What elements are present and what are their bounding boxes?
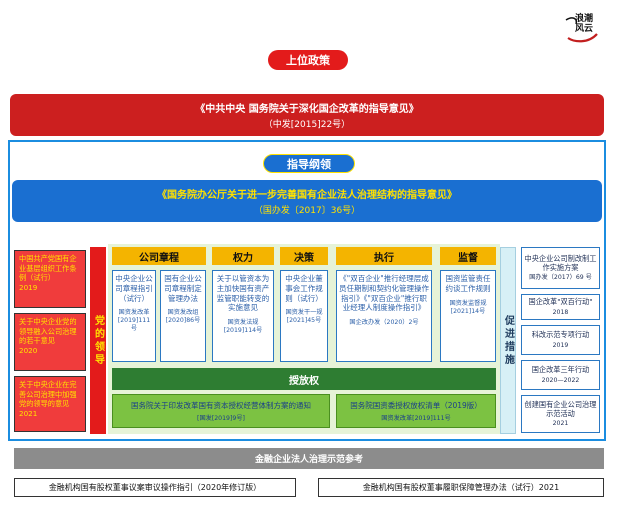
logo-text-line2: 风云 bbox=[574, 23, 593, 34]
doc-execution: 《"双百企业"推行经理层成员任期制和契约化管理操作指引》《"双百企业"推行职业经… bbox=[336, 270, 432, 362]
left-doc-3-year: 2021 bbox=[19, 409, 38, 419]
doc-execution-sub: 国企改办发（2020）2号 bbox=[349, 319, 419, 326]
grant-doc-2-sub: 国资发改革[2019]111号 bbox=[381, 415, 451, 422]
right-doc-3: 科改示范专项行动 2019 bbox=[521, 325, 600, 355]
top-policy-title: 《中共中央 国务院关于深化国企改革的指导意见》 bbox=[195, 104, 419, 115]
right-doc-4-sub: 2020—2022 bbox=[541, 376, 580, 384]
column-head-charter: 公司章程 bbox=[112, 247, 206, 265]
right-doc-2-title: 国企改革"双百行动" bbox=[528, 297, 593, 307]
guide-pill-label: 指导纲领 bbox=[287, 157, 331, 171]
left-doc-1-text: 中国共产党国有企业基层组织工作条例（试行） bbox=[19, 254, 77, 283]
promote-measures-column: 促进措施 bbox=[500, 247, 516, 434]
grant-bar: 授放权 bbox=[112, 368, 496, 390]
grant-doc-2-title: 国务院国资委授权放权清单（2019版） bbox=[350, 401, 482, 410]
doc-power: 关于以管资本为主加快国有资产监管职能转变的实施意见 国资发法规[2019]114… bbox=[212, 270, 274, 362]
doc-charter-rules-title: 国有企业公司章程制定管理办法 bbox=[164, 274, 202, 303]
party-leadership-column: 党的领导 bbox=[90, 247, 106, 434]
right-doc-4: 国企改革三年行动 2020—2022 bbox=[521, 360, 600, 390]
right-doc-5-sub: 2021 bbox=[552, 420, 569, 428]
doc-supervision: 国资监管责任约谈工作规则 国资发监督规[2021]14号 bbox=[440, 270, 496, 362]
promote-measures-label: 促进措施 bbox=[502, 314, 514, 367]
right-doc-5-title: 创建国有企业公司治理示范活动 bbox=[524, 399, 597, 418]
doc-charter-rules-sub: 国资发改组[2020]86号 bbox=[165, 309, 201, 325]
left-doc-2-text: 关于中央企业党的领导融入公司治理的若干意见 bbox=[19, 317, 77, 346]
doc-charter-guideline: 中央企业公司章程指引（试行） 国资发改革[2019]111号 bbox=[112, 270, 156, 362]
grant-label: 授放权 bbox=[289, 375, 319, 387]
guide-bar: 《国务院办公厅关于进一步完善国有企业法人治理结构的指导意见》 （国办发〔2017… bbox=[12, 180, 602, 222]
guide-frame bbox=[8, 140, 606, 441]
footer-doc-2-text: 金融机构国有股权董事履职保障管理办法（试行）2021 bbox=[362, 483, 560, 492]
left-doc-2: 关于中央企业党的领导融入公司治理的若干意见 2020 bbox=[14, 313, 86, 371]
top-policy-pill-label: 上位政策 bbox=[286, 54, 330, 67]
top-policy-code: （中发[2015]22号） bbox=[263, 120, 351, 130]
doc-supervision-title: 国资监管责任约谈工作规则 bbox=[445, 274, 491, 293]
footer-doc-1-text: 金融机构国有股权董事议案审议操作指引（2020年修订版） bbox=[48, 483, 262, 492]
right-doc-3-sub: 2019 bbox=[552, 341, 569, 349]
party-leadership-label: 党的领导 bbox=[92, 314, 104, 367]
guide-title: 《国务院办公厅关于进一步完善国有企业法人治理结构的指导意见》 bbox=[157, 190, 457, 201]
grant-doc-2: 国务院国资委授权放权清单（2019版） 国资发改革[2019]111号 bbox=[336, 394, 496, 428]
left-doc-3: 关于中央企业在完善公司治理中加强党的领导的意见 2021 bbox=[14, 376, 86, 432]
right-doc-4-title: 国企改革三年行动 bbox=[531, 365, 590, 375]
column-head-supervision: 监督 bbox=[440, 247, 496, 265]
column-head-execution-label: 执行 bbox=[374, 252, 394, 264]
financial-reference-bar: 金融企业法人治理示范参考 bbox=[14, 448, 604, 469]
footer-doc-1: 金融机构国有股权董事议案审议操作指引（2020年修订版） bbox=[14, 478, 296, 497]
right-doc-2-sub: 2018 bbox=[552, 308, 569, 316]
doc-charter-rules: 国有企业公司章程制定管理办法 国资发改组[2020]86号 bbox=[160, 270, 206, 362]
column-head-power-label: 权力 bbox=[233, 252, 253, 264]
grant-doc-1: 国务院关于印发改革国有资本授权经营体制方案的通知 [国发[2019]9号] bbox=[112, 394, 330, 428]
column-head-decision: 决策 bbox=[280, 247, 328, 265]
doc-power-sub: 国资发法规[2019]114号 bbox=[223, 319, 263, 335]
column-head-execution: 执行 bbox=[336, 247, 432, 265]
right-doc-1-sub: 国办发（2017）69 号 bbox=[529, 274, 592, 282]
column-head-charter-label: 公司章程 bbox=[139, 252, 179, 264]
doc-decision-title: 中央企业董事会工作规则（试行） bbox=[285, 274, 323, 303]
right-doc-1: 中央企业公司制改制工作实施方案 国办发（2017）69 号 bbox=[521, 247, 600, 289]
doc-execution-title: 《"双百企业"推行经理层成员任期制和契约化管理操作指引》《"双百企业"推行职业经… bbox=[339, 274, 429, 313]
left-doc-1-year: 2019 bbox=[19, 283, 38, 293]
right-doc-1-title: 中央企业公司制改制工作实施方案 bbox=[524, 253, 597, 272]
doc-decision-sub: 国资发干一规[2021]45号 bbox=[285, 309, 323, 325]
logo-text: 浪潮 风云 bbox=[569, 14, 599, 35]
doc-charter-guideline-sub: 国资发改革[2019]111号 bbox=[117, 309, 151, 333]
top-policy-bar: 《中共中央 国务院关于深化国企改革的指导意见》 （中发[2015]22号） bbox=[10, 94, 604, 136]
column-head-supervision-label: 监督 bbox=[458, 252, 478, 264]
column-head-decision-label: 决策 bbox=[294, 252, 314, 264]
doc-supervision-sub: 国资发监督规[2021]14号 bbox=[449, 299, 487, 315]
doc-charter-guideline-title: 中央企业公司章程指引（试行） bbox=[115, 274, 153, 303]
left-doc-2-year: 2020 bbox=[19, 346, 38, 356]
right-doc-3-title: 科改示范专项行动 bbox=[531, 330, 590, 340]
guide-pill: 指导纲领 bbox=[263, 154, 355, 173]
logo bbox=[564, 12, 600, 46]
financial-reference-label: 金融企业法人治理示范参考 bbox=[254, 455, 363, 465]
grant-doc-1-title: 国务院关于印发改革国有资本授权经营体制方案的通知 bbox=[131, 401, 311, 410]
left-doc-3-text: 关于中央企业在完善公司治理中加强党的领导的意见 bbox=[19, 380, 77, 409]
top-policy-pill: 上位政策 bbox=[268, 50, 348, 70]
grant-doc-1-sub: [国发[2019]9号] bbox=[197, 415, 245, 422]
right-doc-2: 国企改革"双百行动" 2018 bbox=[521, 294, 600, 320]
guide-code: （国办发〔2017〕36号） bbox=[253, 206, 361, 216]
column-head-power: 权力 bbox=[212, 247, 274, 265]
left-doc-1: 中国共产党国有企业基层组织工作条例（试行） 2019 bbox=[14, 250, 86, 308]
logo-text-line1: 浪潮 bbox=[574, 14, 593, 24]
doc-power-title: 关于以管资本为主加快国有资产监管职能转变的实施意见 bbox=[216, 274, 270, 313]
logo-swirl-icon bbox=[565, 17, 598, 43]
doc-decision: 中央企业董事会工作规则（试行） 国资发干一规[2021]45号 bbox=[280, 270, 328, 362]
right-doc-5: 创建国有企业公司治理示范活动 2021 bbox=[521, 395, 600, 433]
footer-doc-2: 金融机构国有股权董事履职保障管理办法（试行）2021 bbox=[318, 478, 604, 497]
